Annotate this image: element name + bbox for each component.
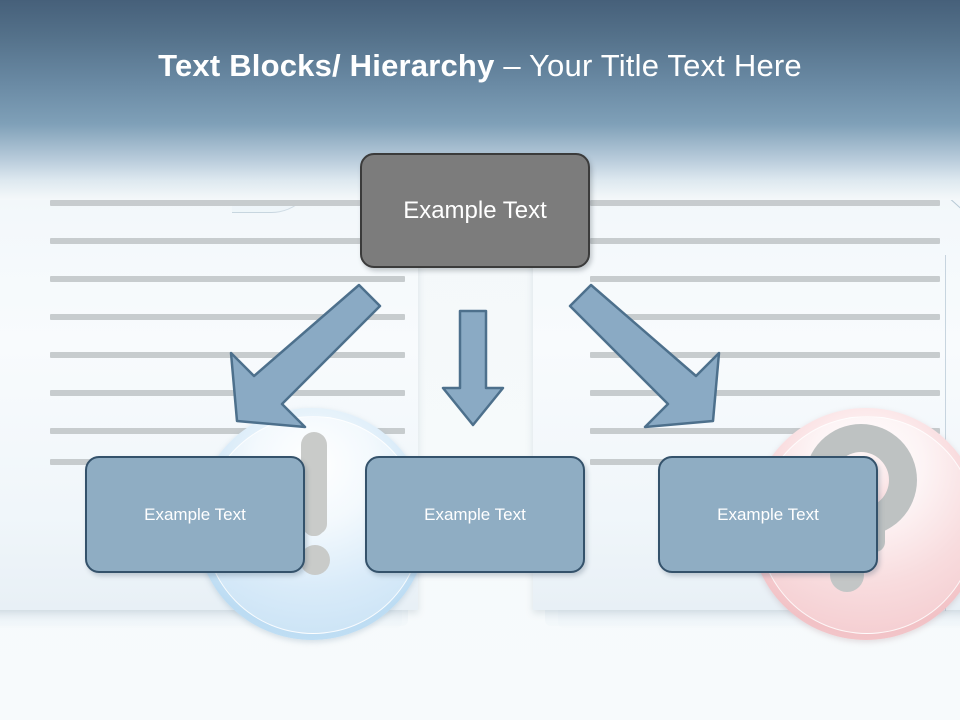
rule-line	[50, 276, 405, 282]
node-child-1-label: Example Text	[144, 504, 246, 524]
node-root[interactable]: Example Text	[360, 153, 590, 268]
rule-line	[590, 238, 940, 244]
rule-line	[590, 390, 940, 396]
rule-line	[590, 200, 940, 206]
rule-line	[50, 200, 405, 206]
page-title-light: Your Title Text Here	[529, 48, 802, 83]
node-child-2[interactable]: Example Text	[365, 456, 585, 573]
rule-line	[590, 352, 940, 358]
node-child-1[interactable]: Example Text	[85, 456, 305, 573]
rule-line	[50, 314, 405, 320]
rule-line	[50, 352, 405, 358]
page-title-bold: Text Blocks/ Hierarchy	[158, 48, 495, 83]
exclamation-dot-icon	[300, 545, 330, 575]
rule-line	[590, 428, 940, 434]
rule-line	[50, 390, 405, 396]
rule-line	[590, 276, 940, 282]
node-child-2-label: Example Text	[424, 504, 526, 524]
rule-line	[50, 428, 405, 434]
page-title-separator: –	[494, 48, 530, 83]
node-child-3[interactable]: Example Text	[658, 456, 878, 573]
node-root-label: Example Text	[403, 196, 547, 224]
rule-line	[50, 238, 405, 244]
document-right-edge	[945, 255, 946, 611]
page-title: Text Blocks/ Hierarchy – Your Title Text…	[0, 48, 960, 84]
rule-line	[590, 314, 940, 320]
node-child-3-label: Example Text	[717, 504, 819, 524]
